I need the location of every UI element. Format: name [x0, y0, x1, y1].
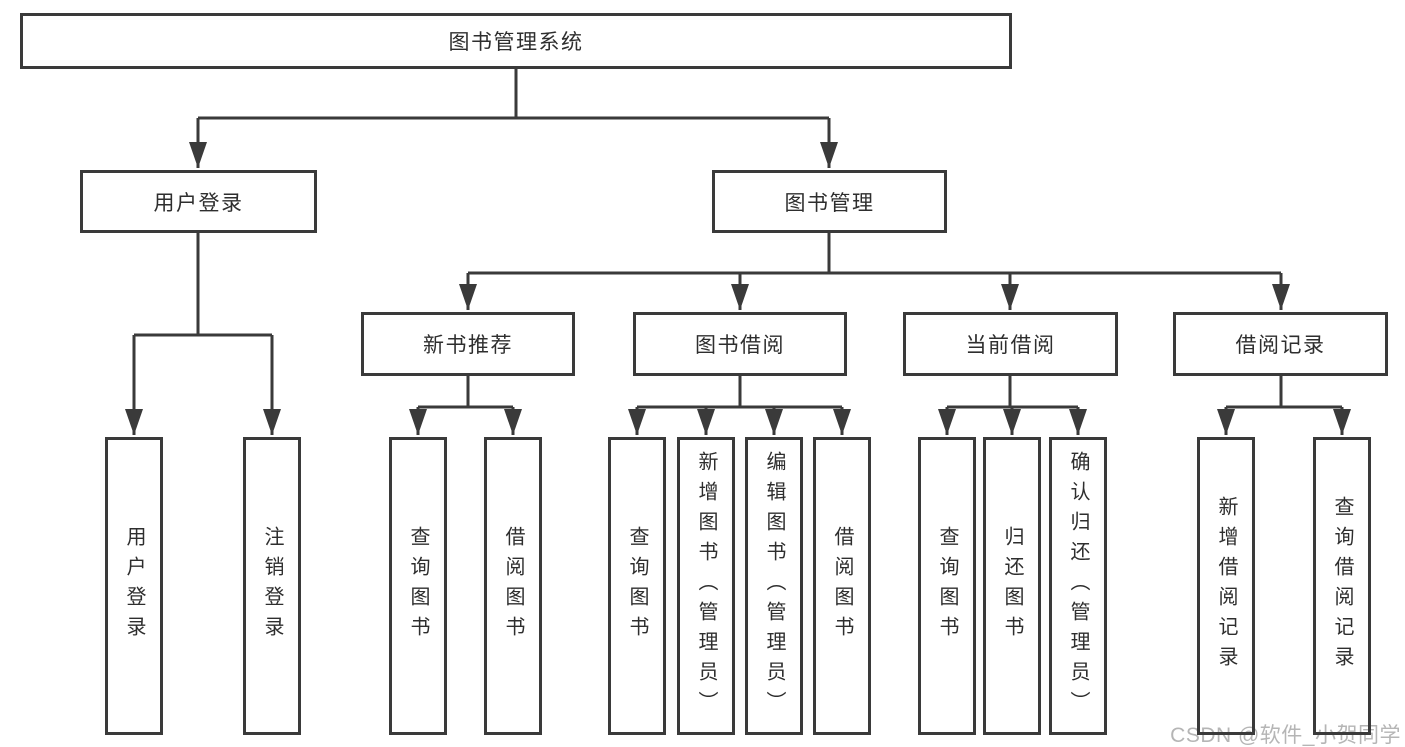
node-label: 借阅记录: [1235, 334, 1326, 357]
connector-book-management-to-level3: [459, 233, 1290, 310]
node-new-book-recommend: 新书推荐: [361, 312, 575, 376]
node-book-management: 图书管理: [712, 170, 947, 233]
node-leaf-user-login: 用户登录: [105, 437, 163, 735]
node-current-borrowing: 当前借阅: [903, 312, 1118, 376]
node-leaf-logout: 注销登录: [243, 437, 301, 735]
node-book-borrowing: 图书借阅: [633, 312, 847, 376]
node-leaf-return-books: 归还图书: [983, 437, 1041, 735]
node-leaf-add-borrow-record: 新增借阅记录: [1197, 437, 1255, 735]
node-user-login: 用户登录: [80, 170, 317, 233]
connector-borrowing-records-to-leaves: [1217, 376, 1351, 435]
node-leaf-query-books-current: 查询图书: [918, 437, 976, 735]
node-label: 编辑图书（管理员）: [763, 451, 785, 721]
connector-book-borrowing-to-leaves: [628, 376, 851, 435]
node-label: 用户登录: [153, 191, 244, 215]
node-label: 归还图书: [1001, 526, 1023, 646]
node-label: 借阅图书: [502, 526, 524, 646]
node-label: 查询图书: [626, 526, 648, 646]
node-label: 当前借阅: [965, 334, 1056, 357]
connector-user-login-to-leaves: [125, 233, 281, 435]
csdn-watermark: CSDN @软件_小贺同学: [1170, 724, 1401, 747]
node-label: 查询图书: [936, 526, 958, 646]
node-leaf-query-books-borrow: 查询图书: [608, 437, 666, 735]
node-leaf-borrow-books-recommend: 借阅图书: [484, 437, 542, 735]
node-leaf-borrow-books: 借阅图书: [813, 437, 871, 735]
connector-root-to-level2: [189, 69, 838, 168]
connector-current-borrowing-to-leaves: [938, 376, 1087, 435]
node-label: 借阅图书: [831, 526, 853, 646]
node-library-management-system: 图书管理系统: [20, 13, 1012, 69]
node-label: 注销登录: [261, 526, 283, 646]
node-label: 图书借阅: [695, 334, 785, 357]
node-leaf-edit-books-admin: 编辑图书（管理员）: [745, 437, 803, 735]
node-label: 新增图书（管理员）: [695, 451, 717, 721]
node-borrowing-records: 借阅记录: [1173, 312, 1388, 376]
node-label: 图书管理系统: [448, 31, 584, 54]
node-leaf-confirm-return-admin: 确认归还（管理员）: [1049, 437, 1107, 735]
node-label: 查询图书: [407, 526, 429, 646]
node-leaf-add-books-admin: 新增图书（管理员）: [677, 437, 735, 735]
node-label: 查询借阅记录: [1331, 496, 1353, 676]
node-label: 图书管理: [784, 191, 875, 215]
node-label: 用户登录: [123, 526, 145, 646]
connector-new-book-recommend-to-leaves: [409, 376, 522, 435]
node-label: 确认归还（管理员）: [1067, 451, 1089, 721]
node-label: 新书推荐: [423, 334, 513, 357]
node-leaf-query-borrow-record: 查询借阅记录: [1313, 437, 1371, 735]
node-label: 新增借阅记录: [1215, 496, 1237, 676]
node-leaf-query-books-recommend: 查询图书: [389, 437, 447, 735]
